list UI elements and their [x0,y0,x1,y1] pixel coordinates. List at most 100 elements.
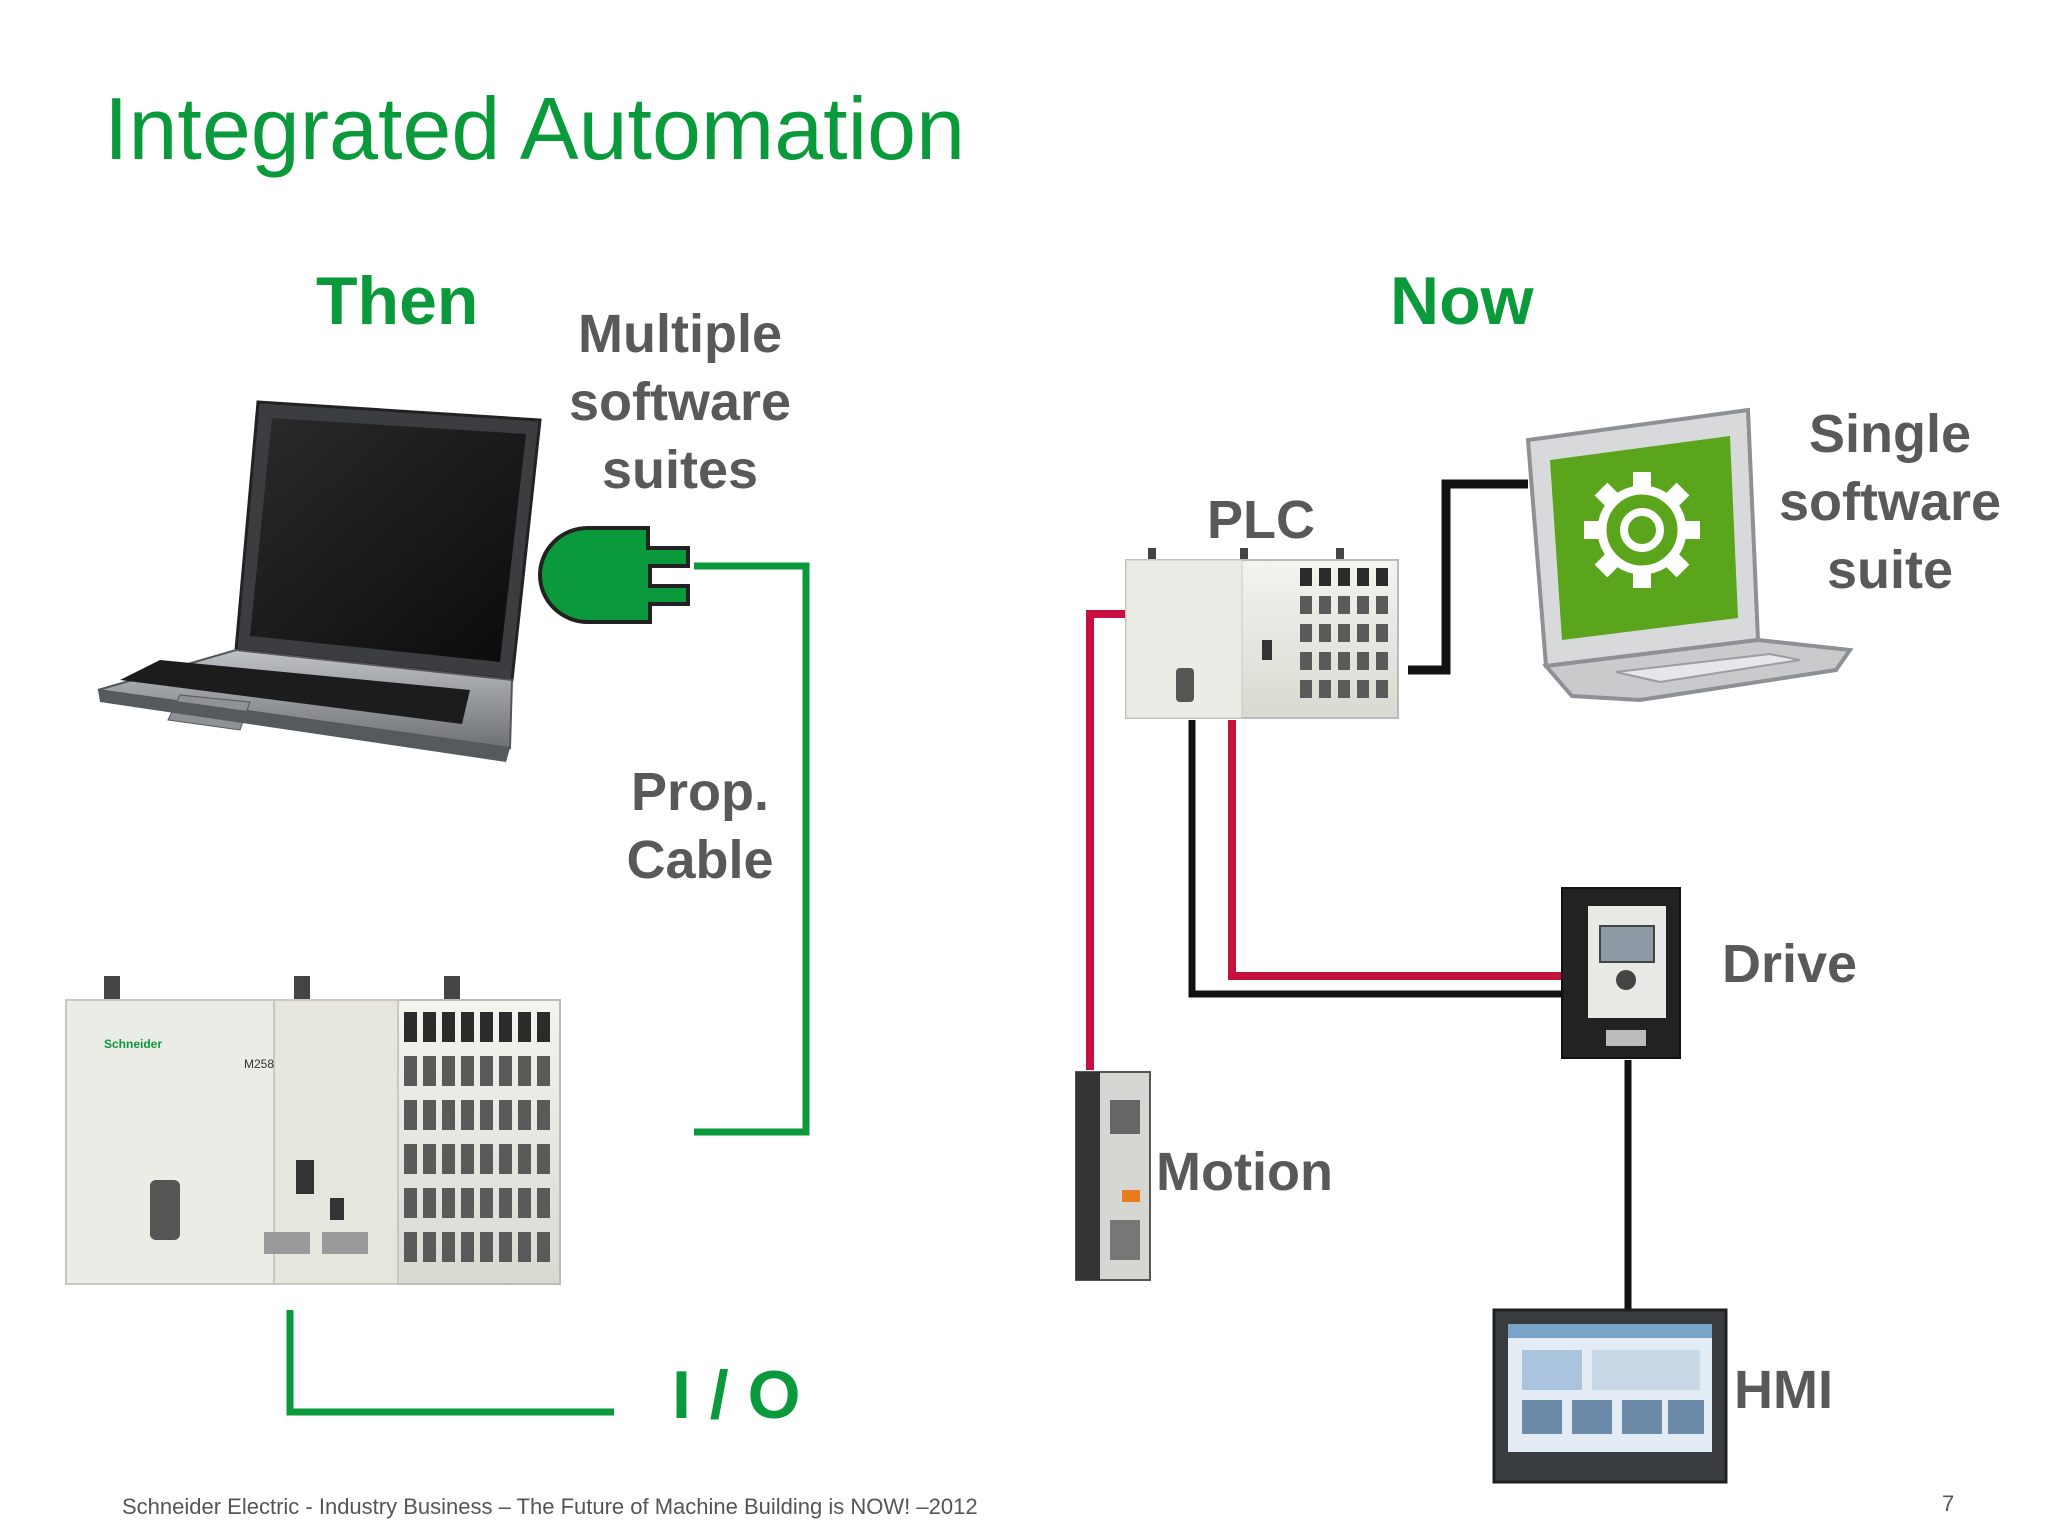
single-software-line-2: software [1778,472,2002,532]
terminal-block [423,1100,436,1130]
terminal-block [1357,596,1369,614]
terminal-block [1376,568,1388,586]
terminal-block [404,1012,417,1042]
terminal-block [480,1188,493,1218]
terminal-block [537,1012,550,1042]
terminal-block [1319,596,1331,614]
motion-image [1075,1071,1151,1281]
prop-cable-label: Prop. Cable [600,758,800,894]
page-number: 7 [1942,1491,1955,1516]
gear-icon [1584,472,1700,588]
terminal-block [1376,652,1388,670]
terminal-block [499,1056,512,1086]
terminal-block [480,1056,493,1086]
terminal-block [1376,624,1388,642]
terminal-block [1319,680,1331,698]
terminal-block [1357,680,1369,698]
terminal-block [518,1056,531,1086]
terminal-block [537,1056,550,1086]
terminal-block [480,1100,493,1130]
terminal-block [404,1056,417,1086]
terminal-block [1376,596,1388,614]
plc-label: PLC [1207,490,1315,550]
terminal-block [537,1232,550,1262]
proprietary-cable-line [694,562,810,1136]
terminal-block [1338,680,1350,698]
laptop-image [97,400,542,762]
hmi-image [1492,1308,1728,1484]
terminal-block [1357,568,1369,586]
terminal-block [499,1144,512,1174]
single-software-line-1: Single [1808,404,1972,464]
terminal-block [1300,680,1312,698]
motion-label: Motion [1156,1142,1333,1202]
terminal-block [499,1012,512,1042]
terminal-block [442,1100,455,1130]
terminal-block [537,1188,550,1218]
terminal-block [1338,624,1350,642]
prop-cable-line-2: Cable [626,830,774,890]
terminal-block [461,1232,474,1262]
terminal-block [442,1056,455,1086]
prop-cable-line-1: Prop. [630,762,769,822]
terminal-block [1319,652,1331,670]
single-software-label: Single software suite [1760,400,2020,604]
terminal-block [1319,568,1331,586]
multiple-software-line-1: Multiple [578,304,782,364]
multiple-software-line-2: software [568,372,792,432]
terminal-block [442,1232,455,1262]
single-software-line-3: suite [1826,540,1954,600]
terminal-block [423,1188,436,1218]
plc-to-laptop-link [1408,479,1528,675]
device-brand-text: Schneider [104,1037,162,1051]
terminal-block [404,1232,417,1262]
drive-image [1561,887,1681,1059]
io-line [286,1310,614,1416]
plc-controller-image: Schneider M258 [65,976,561,1285]
device-model-text: M258 [244,1057,274,1071]
terminal-block [518,1232,531,1262]
terminal-block [480,1232,493,1262]
terminal-block [423,1144,436,1174]
terminal-block [1376,680,1388,698]
terminal-block [1357,652,1369,670]
terminal-block [1300,596,1312,614]
terminal-block [499,1232,512,1262]
terminal-block [537,1100,550,1130]
terminal-block [1338,596,1350,614]
proprietary-plug-icon [538,526,690,624]
plc-to-drive-black-link [1188,720,1570,998]
terminal-block [537,1144,550,1174]
io-label: I / O [672,1357,801,1433]
terminal-block [480,1012,493,1042]
terminal-block [518,1144,531,1174]
terminal-block [499,1188,512,1218]
terminal-block [423,1012,436,1042]
plc-to-motion-red-link [1086,610,1126,1070]
hmi-label: HMI [1734,1360,1833,1420]
terminal-block [499,1100,512,1130]
plc-small-image [1125,548,1399,719]
terminal-block [461,1144,474,1174]
slide-footer: Schneider Electric - Industry Business –… [122,1494,978,1519]
terminal-block [442,1012,455,1042]
terminal-block [1338,568,1350,586]
terminal-block [442,1144,455,1174]
terminal-block [423,1056,436,1086]
multiple-software-label: Multiple software suites [540,300,820,504]
terminal-block [1357,624,1369,642]
terminal-block [461,1012,474,1042]
terminal-block [423,1232,436,1262]
slide-title: Integrated Automation [104,79,966,178]
laptop-now-image [1525,407,1854,703]
terminal-block [1300,624,1312,642]
drive-label: Drive [1722,934,1858,994]
terminal-block [1300,568,1312,586]
terminal-block [461,1056,474,1086]
terminal-block [1300,652,1312,670]
terminal-block [404,1100,417,1130]
terminal-block [404,1144,417,1174]
terminal-block [480,1144,493,1174]
now-heading: Now [1390,263,1534,339]
